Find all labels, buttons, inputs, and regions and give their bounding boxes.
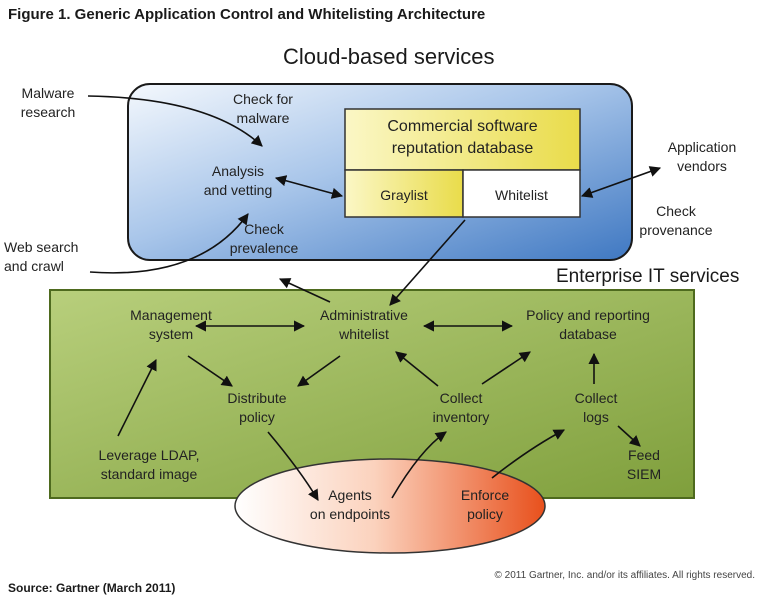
label-leverage-ldap: Leverage LDAP,standard image xyxy=(98,447,200,482)
arrow-logs-siem xyxy=(617,425,641,447)
arrow-agents-inventory xyxy=(391,431,447,499)
arrow-whitelist-admin xyxy=(389,219,466,306)
arrow-distribute-agents xyxy=(267,431,319,501)
arrow-web-search xyxy=(89,213,249,274)
label-graylist: Graylist xyxy=(380,187,428,203)
arrow-admin-cloud xyxy=(278,278,331,303)
enterprise-heading: Enterprise IT services xyxy=(556,266,740,287)
figure-source: Source: Gartner (March 2011) xyxy=(8,581,176,595)
cloud-heading: Cloud-based services xyxy=(283,44,495,69)
copyright-notice: © 2011 Gartner, Inc. and/or its affiliat… xyxy=(494,570,755,581)
arrow-collect-admin xyxy=(395,351,439,387)
arrow-mgmt-distribute xyxy=(187,355,233,387)
arrow-enforce-logs xyxy=(491,429,565,479)
reputation-database-box xyxy=(344,108,581,171)
arrow-malware-research xyxy=(87,95,263,147)
arrow-admin-distribute xyxy=(297,355,341,387)
arrow-analysis-graylist xyxy=(274,175,344,199)
arrow-ldap-mgmt xyxy=(117,358,157,437)
graylist-box xyxy=(344,169,464,218)
arrow-vendors-whitelist xyxy=(580,166,662,198)
whitelist-box xyxy=(462,169,581,218)
figure-title: Figure 1. Generic Application Control an… xyxy=(8,6,486,23)
endpoints-ellipse xyxy=(234,458,546,554)
label-whitelist: Whitelist xyxy=(495,187,548,203)
arrow-collect-policydb xyxy=(481,351,531,385)
